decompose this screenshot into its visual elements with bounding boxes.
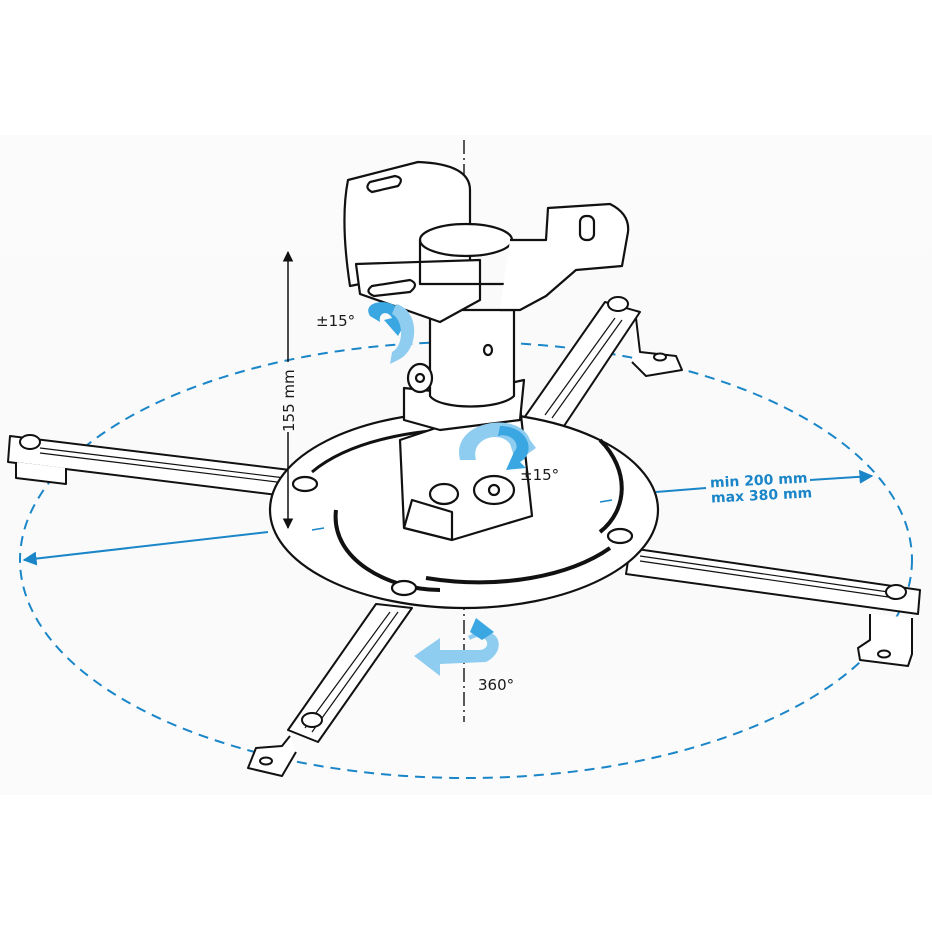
tilt-side-rotation-icon <box>459 422 536 470</box>
tilt-top-rotation-icon <box>368 302 415 364</box>
ceiling-bracket <box>343 160 630 324</box>
arm-left <box>7 434 291 497</box>
arm-front-left <box>247 603 413 777</box>
swivel-label: 360° <box>478 676 515 694</box>
extension-tube <box>406 308 516 408</box>
tilt-side-label: ±15° <box>520 466 560 484</box>
swivel-rotation-icon <box>414 618 499 676</box>
tilt-top-label: ±15° <box>316 312 356 330</box>
span-ellipse <box>19 341 913 779</box>
arm-back-right <box>523 296 683 433</box>
arm-right <box>625 547 921 667</box>
span-dimension <box>22 469 874 566</box>
height-label: 155 mm <box>280 369 298 432</box>
